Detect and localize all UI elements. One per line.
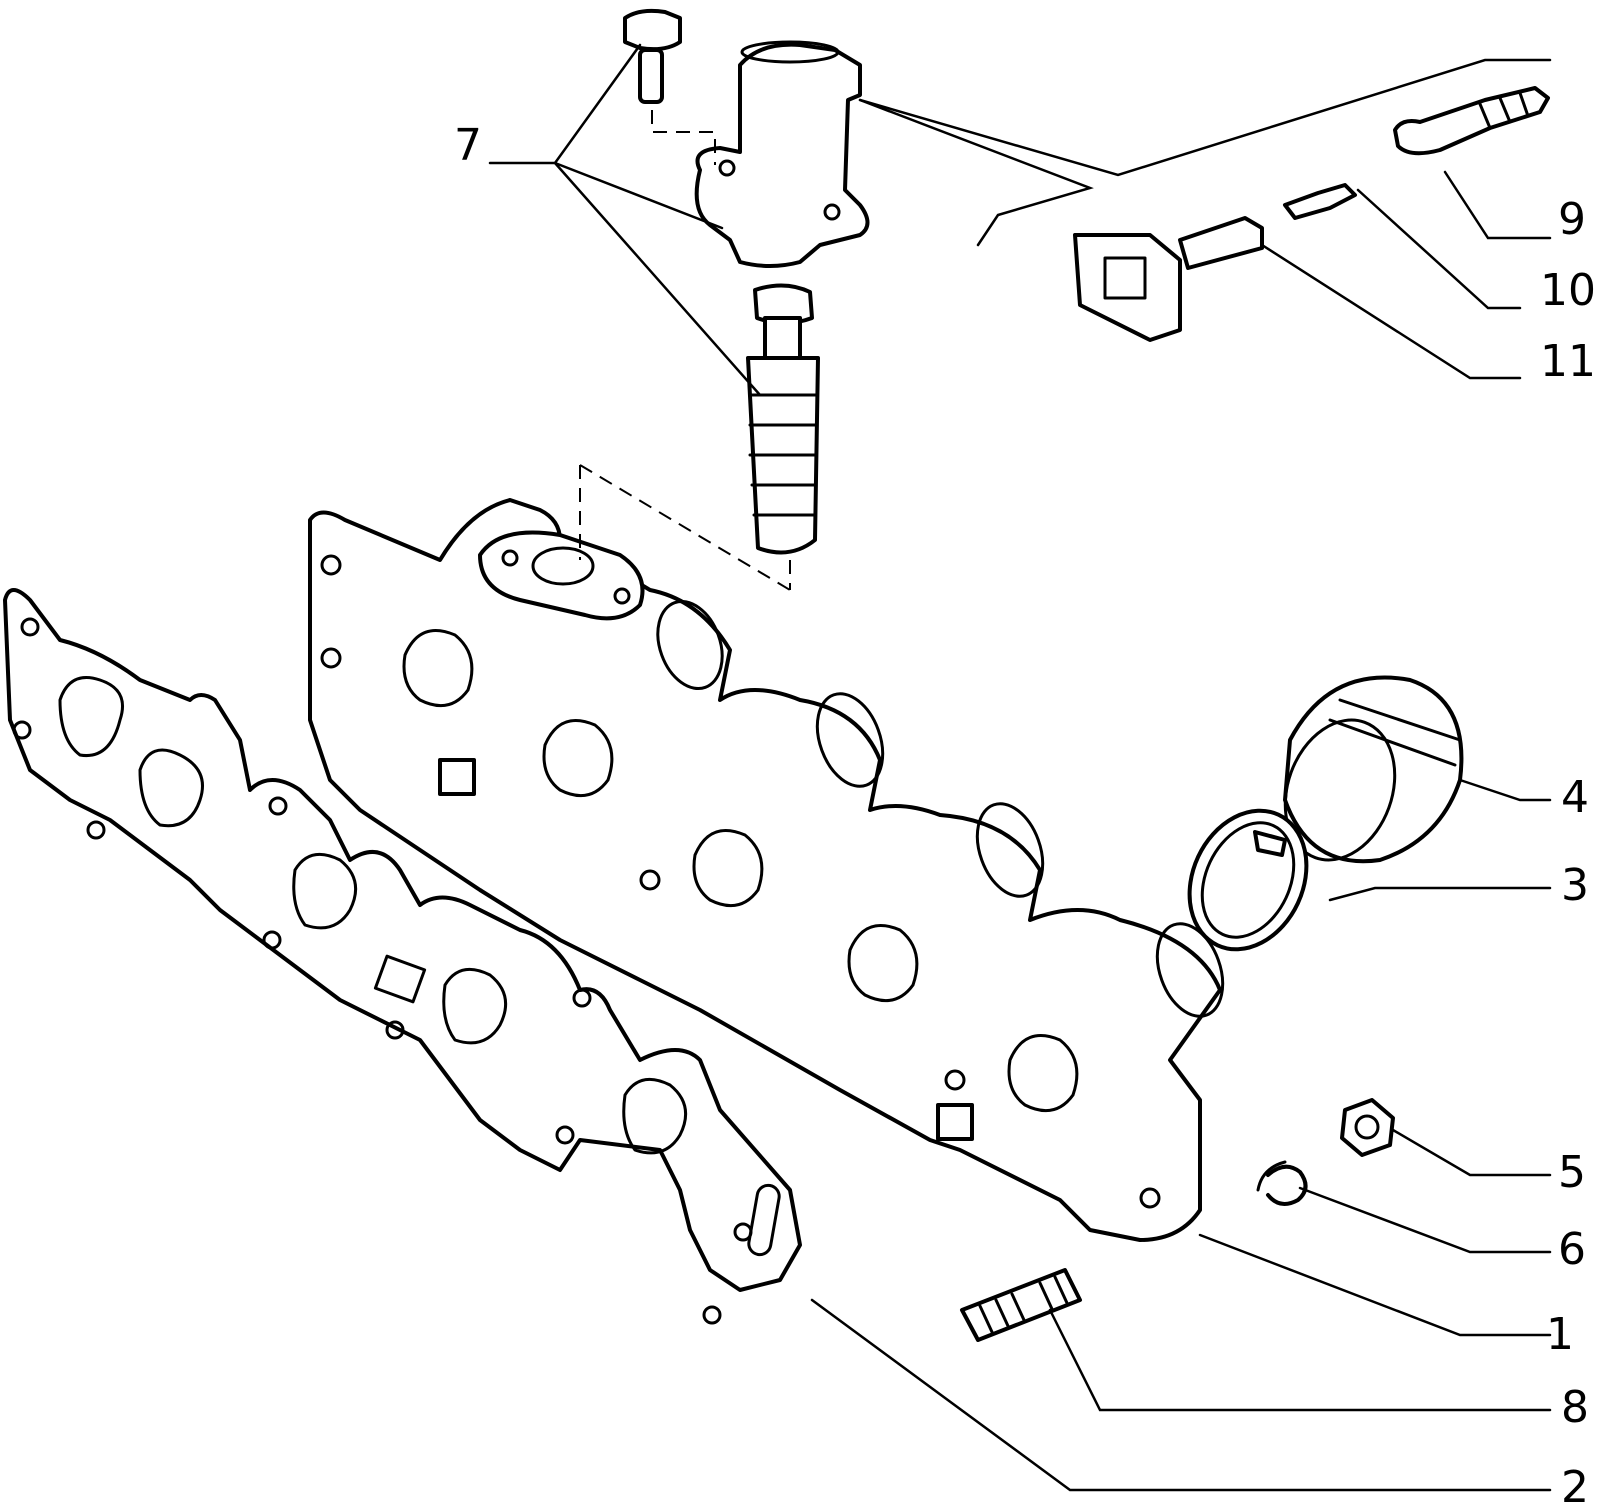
- connector-seal: [1393, 86, 1550, 156]
- hose-clamp: [1187, 808, 1309, 952]
- callout-3: 3: [1561, 860, 1589, 911]
- mounting-bolt: [623, 8, 682, 104]
- manifold-gasket: [3, 588, 802, 1325]
- callout-7: 7: [454, 120, 482, 171]
- plunger-pin: [746, 283, 820, 555]
- callout-1: 1: [1546, 1309, 1574, 1360]
- intake-manifold: [308, 498, 1225, 1242]
- leader-lines: [488, 43, 1552, 1492]
- connector-terminal: [1283, 183, 1357, 220]
- electrical-connector: [1073, 216, 1264, 342]
- callout-8: 8: [1561, 1382, 1589, 1433]
- hex-nut: [1340, 1098, 1395, 1157]
- callout-labels: 1 2 3 4 5 6 7 8 9 10 11: [454, 120, 1596, 1508]
- callout-10: 10: [1540, 265, 1596, 316]
- callout-6: 6: [1558, 1224, 1586, 1275]
- callout-2: 2: [1561, 1462, 1589, 1508]
- sensor-housing: [694, 40, 870, 268]
- assembly-guides: [579, 110, 791, 591]
- callout-11: 11: [1540, 336, 1596, 387]
- callout-4: 4: [1561, 772, 1589, 823]
- threaded-stud: [960, 1268, 1082, 1342]
- lock-washer: [1256, 1160, 1308, 1206]
- callout-5: 5: [1558, 1147, 1586, 1198]
- callout-9: 9: [1558, 194, 1586, 245]
